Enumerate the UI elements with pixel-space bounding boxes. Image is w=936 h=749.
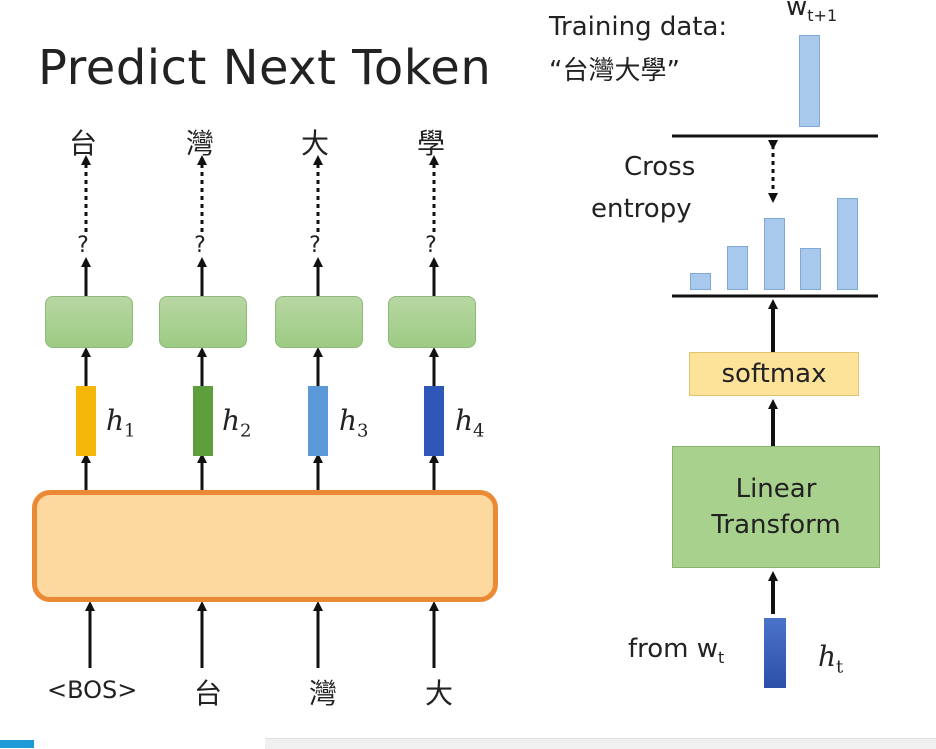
question-mark-3: ?: [309, 233, 321, 258]
cross-entropy-label-line2: entropy: [591, 194, 692, 224]
progress-accent: [0, 740, 34, 748]
hidden-label-3: h3: [339, 404, 369, 442]
output-token-2: 灣: [185, 127, 214, 160]
softmax-box: softmax: [689, 352, 859, 396]
ht-vector-bar: [764, 618, 786, 688]
input-token-2: 台: [193, 677, 222, 710]
hidden-state-bar-2: [193, 386, 213, 456]
training-data-value: “台灣大學”: [549, 56, 680, 86]
ht-label: ht: [818, 640, 844, 678]
cross-entropy-label-line1: Cross: [624, 152, 696, 182]
linear-transform-line1: Linear: [735, 474, 817, 504]
distribution-bar-2: [727, 246, 748, 290]
output-token-4: 學: [416, 127, 445, 160]
bottom-scroll-strip: [265, 738, 936, 749]
linear-transform-box: Linear Transform: [672, 446, 880, 568]
hidden-state-bar-4: [424, 386, 444, 456]
hidden-label-2: h2: [222, 404, 252, 442]
input-token-bos: <BOS>: [47, 676, 138, 704]
masked-model-block: [32, 490, 498, 602]
linear-transform-line2: Transform: [711, 510, 841, 540]
input-token-4: 大: [424, 677, 453, 710]
input-token-3: 灣: [308, 677, 337, 710]
distribution-bar-3: [764, 218, 785, 290]
question-mark-4: ?: [425, 233, 437, 258]
question-mark-2: ?: [194, 233, 206, 258]
distribution-bar-4: [800, 248, 821, 290]
distribution-bar-5: [837, 198, 858, 290]
hidden-state-bar-3: [308, 386, 328, 456]
output-layer-box-3: [275, 296, 363, 348]
output-layer-box-1: [45, 296, 133, 348]
hidden-label-1: h1: [106, 404, 136, 442]
question-mark-1: ?: [77, 233, 89, 258]
training-data-label: Training data:: [549, 12, 728, 42]
distribution-bar-1: [690, 273, 711, 290]
output-layer-box-2: [159, 296, 247, 348]
target-label: wt+1: [786, 0, 838, 26]
from-label: from wt: [628, 634, 725, 668]
output-token-1: 台: [68, 127, 97, 160]
target-one-hot-bar: [799, 35, 820, 127]
output-layer-box-4: [388, 296, 476, 348]
hidden-label-4: h4: [455, 404, 485, 442]
hidden-state-bar-1: [76, 386, 96, 456]
slide-title: Predict Next Token: [38, 40, 492, 96]
output-token-3: 大: [300, 127, 329, 160]
